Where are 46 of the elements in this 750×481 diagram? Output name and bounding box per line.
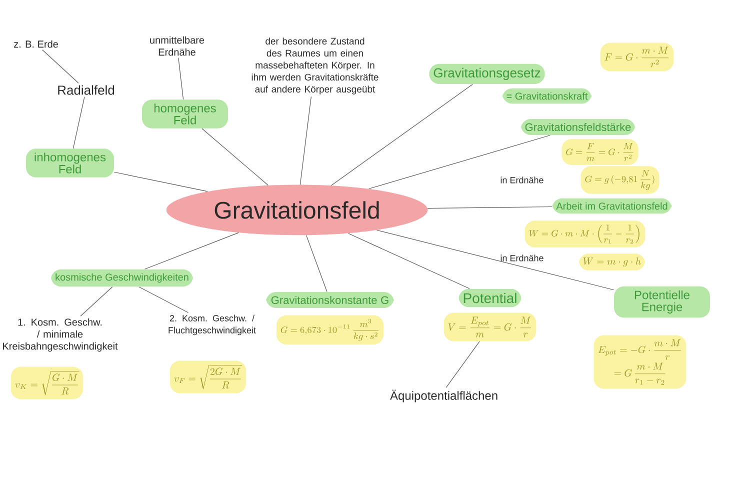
topic-highlight: Potential — [458, 288, 522, 308]
connector-line — [114, 172, 208, 192]
topic-highlight: inhomogenes Feld — [26, 148, 114, 178]
node-label: $G = g\,(-9{,}81\,\frac{N}{kg})$ — [585, 170, 654, 190]
note-text: 2. Kosm. Geschw. / Fluchtgeschwindigkeit — [168, 314, 256, 336]
formula-highlight: $W = m \cdot g \cdot h$ — [578, 254, 646, 270]
connector-line — [202, 128, 268, 186]
formula-highlight: $G = \frac{F}{m} = G \cdot \frac{M}{r^2}$ — [562, 138, 638, 166]
connector-line — [376, 230, 614, 290]
topic-highlight: Gravitationsgesetz — [429, 64, 545, 84]
connector-line — [306, 235, 328, 292]
topic-highlight: homogenes Feld — [142, 100, 228, 128]
connector-line — [178, 58, 184, 100]
connector-line — [330, 84, 473, 186]
connector-line — [300, 96, 312, 185]
connector-line — [427, 206, 552, 209]
formula-highlight: $G = 6{,}673 \cdot 10^{-11}\,\frac{m^3}{kg \cdot s^2}$ — [276, 315, 384, 345]
connector-line — [348, 233, 470, 289]
note-text: in Erdnähe — [500, 254, 544, 262]
topic-highlight: = Gravitationskraft — [502, 88, 592, 104]
connector-line — [72, 96, 85, 149]
formula-highlight: $E_{pot} = -G \cdot \frac{m \cdot M}{r}$ $= G\,\frac{m \cdot M}{r_1 - r_2}$ — [594, 335, 686, 389]
formula-highlight: $V = \frac{E_{pot}}{m} = G \cdot \frac{M}{r}$ — [444, 312, 536, 342]
note-text: der besondere Zustand des Raumes um einen massebehafteten Körper. In ihm werden Gravitationskräfte auf andere Körper ausgeübt — [252, 38, 378, 94]
formula-highlight: $F = G \cdot \frac{m \cdot M}{r^2}$ — [600, 42, 674, 72]
topic-highlight: Arbeit im Gravitationsfeld — [552, 198, 672, 214]
connector-line — [42, 50, 79, 84]
formula-highlight: $W = G \cdot m \cdot M \cdot \left(\frac{1}{r_1} - \frac{1}{r_2}\right)$ — [524, 220, 646, 248]
note-text: z. B. Erde — [14, 40, 58, 48]
connector-line — [144, 232, 239, 270]
note-text: 1. Kosm. Geschw. / minimale Kreisbahngeschwindigkeit — [3, 318, 118, 352]
connector-line — [80, 286, 113, 316]
topic-highlight: Gravitationskonstante G — [266, 292, 394, 308]
topic-highlight: Potentielle Energie — [614, 286, 710, 318]
note-text: Radialfeld — [58, 85, 114, 95]
formula-highlight: $v_K = \sqrt{\frac{G \cdot M}{R}}$ — [10, 366, 84, 400]
connector-line — [368, 134, 550, 190]
topic-highlight: kosmische Geschwindigkeiten — [51, 269, 193, 287]
connector-line — [446, 341, 480, 388]
formula-highlight: $G = g\,(-9{,}81\,\frac{N}{kg})$ — [580, 166, 660, 194]
note-text: Äquipotentialflächen — [390, 390, 498, 402]
connector-line — [138, 286, 189, 313]
topic-highlight: Gravitationsfeldstärke — [520, 118, 636, 136]
formula-highlight: $v_F = \sqrt{\frac{2G \cdot M}{R}}$ — [170, 360, 246, 394]
note-text: in Erdnähe — [500, 176, 544, 184]
note-text: unmittelbare Erdnähe — [150, 36, 204, 56]
